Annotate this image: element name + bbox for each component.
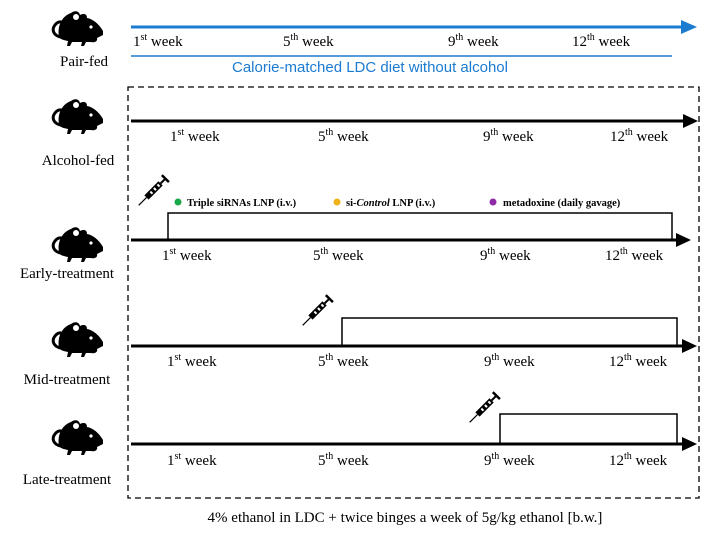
week-label: 12th week bbox=[610, 127, 669, 145]
early-treatment-period bbox=[167, 212, 673, 240]
late-treatment-period bbox=[499, 413, 678, 444]
syringe-icon bbox=[466, 391, 501, 426]
footer-caption: 4% ethanol in LDC + twice binges a week … bbox=[208, 510, 603, 526]
week-label: 1st week bbox=[167, 352, 217, 370]
legend-triple-sirna: Triple siRNAs LNP (i.v.) bbox=[187, 198, 297, 209]
mouse-icon bbox=[51, 320, 105, 359]
week-label: 9th week bbox=[484, 352, 535, 370]
week-label: 1st week bbox=[162, 246, 212, 264]
legend-dot-metadoxine bbox=[489, 198, 497, 206]
week-label: 1st week bbox=[167, 451, 217, 469]
group-label-early-treatment: Early-treatment bbox=[20, 266, 115, 282]
mouse-icon bbox=[51, 9, 105, 48]
legend-si-control: si-Control LNP (i.v.) bbox=[346, 198, 436, 209]
week-label: 1st week bbox=[170, 127, 220, 145]
week-label: 5th week bbox=[283, 32, 334, 50]
legend-dot-si-control bbox=[333, 198, 341, 206]
mouse-icon bbox=[51, 225, 105, 264]
arrowhead-icon bbox=[682, 339, 697, 353]
week-label: 12th week bbox=[609, 451, 668, 469]
mouse-icon bbox=[51, 97, 105, 136]
group-label-mid-treatment: Mid-treatment bbox=[24, 372, 111, 388]
week-label: 5th week bbox=[313, 246, 364, 264]
mouse-icon bbox=[51, 418, 105, 457]
week-label: 9th week bbox=[448, 32, 499, 50]
syringe-icon bbox=[299, 294, 334, 329]
week-label: 1st week bbox=[133, 32, 183, 50]
arrowhead-icon bbox=[676, 233, 691, 247]
week-label: 12th week bbox=[605, 246, 664, 264]
syringe-icon bbox=[135, 174, 170, 209]
week-label: 12th week bbox=[609, 352, 668, 370]
group-label-pair-fed: Pair-fed bbox=[60, 54, 109, 70]
legend-metadoxine: metadoxine (daily gavage) bbox=[503, 198, 621, 209]
pair-fed-diet-label: Calorie-matched LDC diet without alcohol bbox=[232, 59, 508, 76]
arrowhead-icon bbox=[682, 437, 697, 451]
week-label: 9th week bbox=[480, 246, 531, 264]
week-label: 9th week bbox=[484, 451, 535, 469]
mid-treatment-period bbox=[341, 317, 678, 346]
week-label: 5th week bbox=[318, 451, 369, 469]
legend-dot-triple-sirna bbox=[174, 198, 182, 206]
arrowhead-icon bbox=[683, 114, 698, 128]
group-label-alcohol-fed: Alcohol-fed bbox=[42, 153, 115, 169]
group-label-late-treatment: Late-treatment bbox=[23, 472, 112, 488]
week-label: 5th week bbox=[318, 127, 369, 145]
arrowhead-icon bbox=[681, 20, 697, 34]
week-label: 5th week bbox=[318, 352, 369, 370]
week-label: 12th week bbox=[572, 32, 631, 50]
week-label: 9th week bbox=[483, 127, 534, 145]
alcohol-groups-box bbox=[127, 86, 700, 499]
